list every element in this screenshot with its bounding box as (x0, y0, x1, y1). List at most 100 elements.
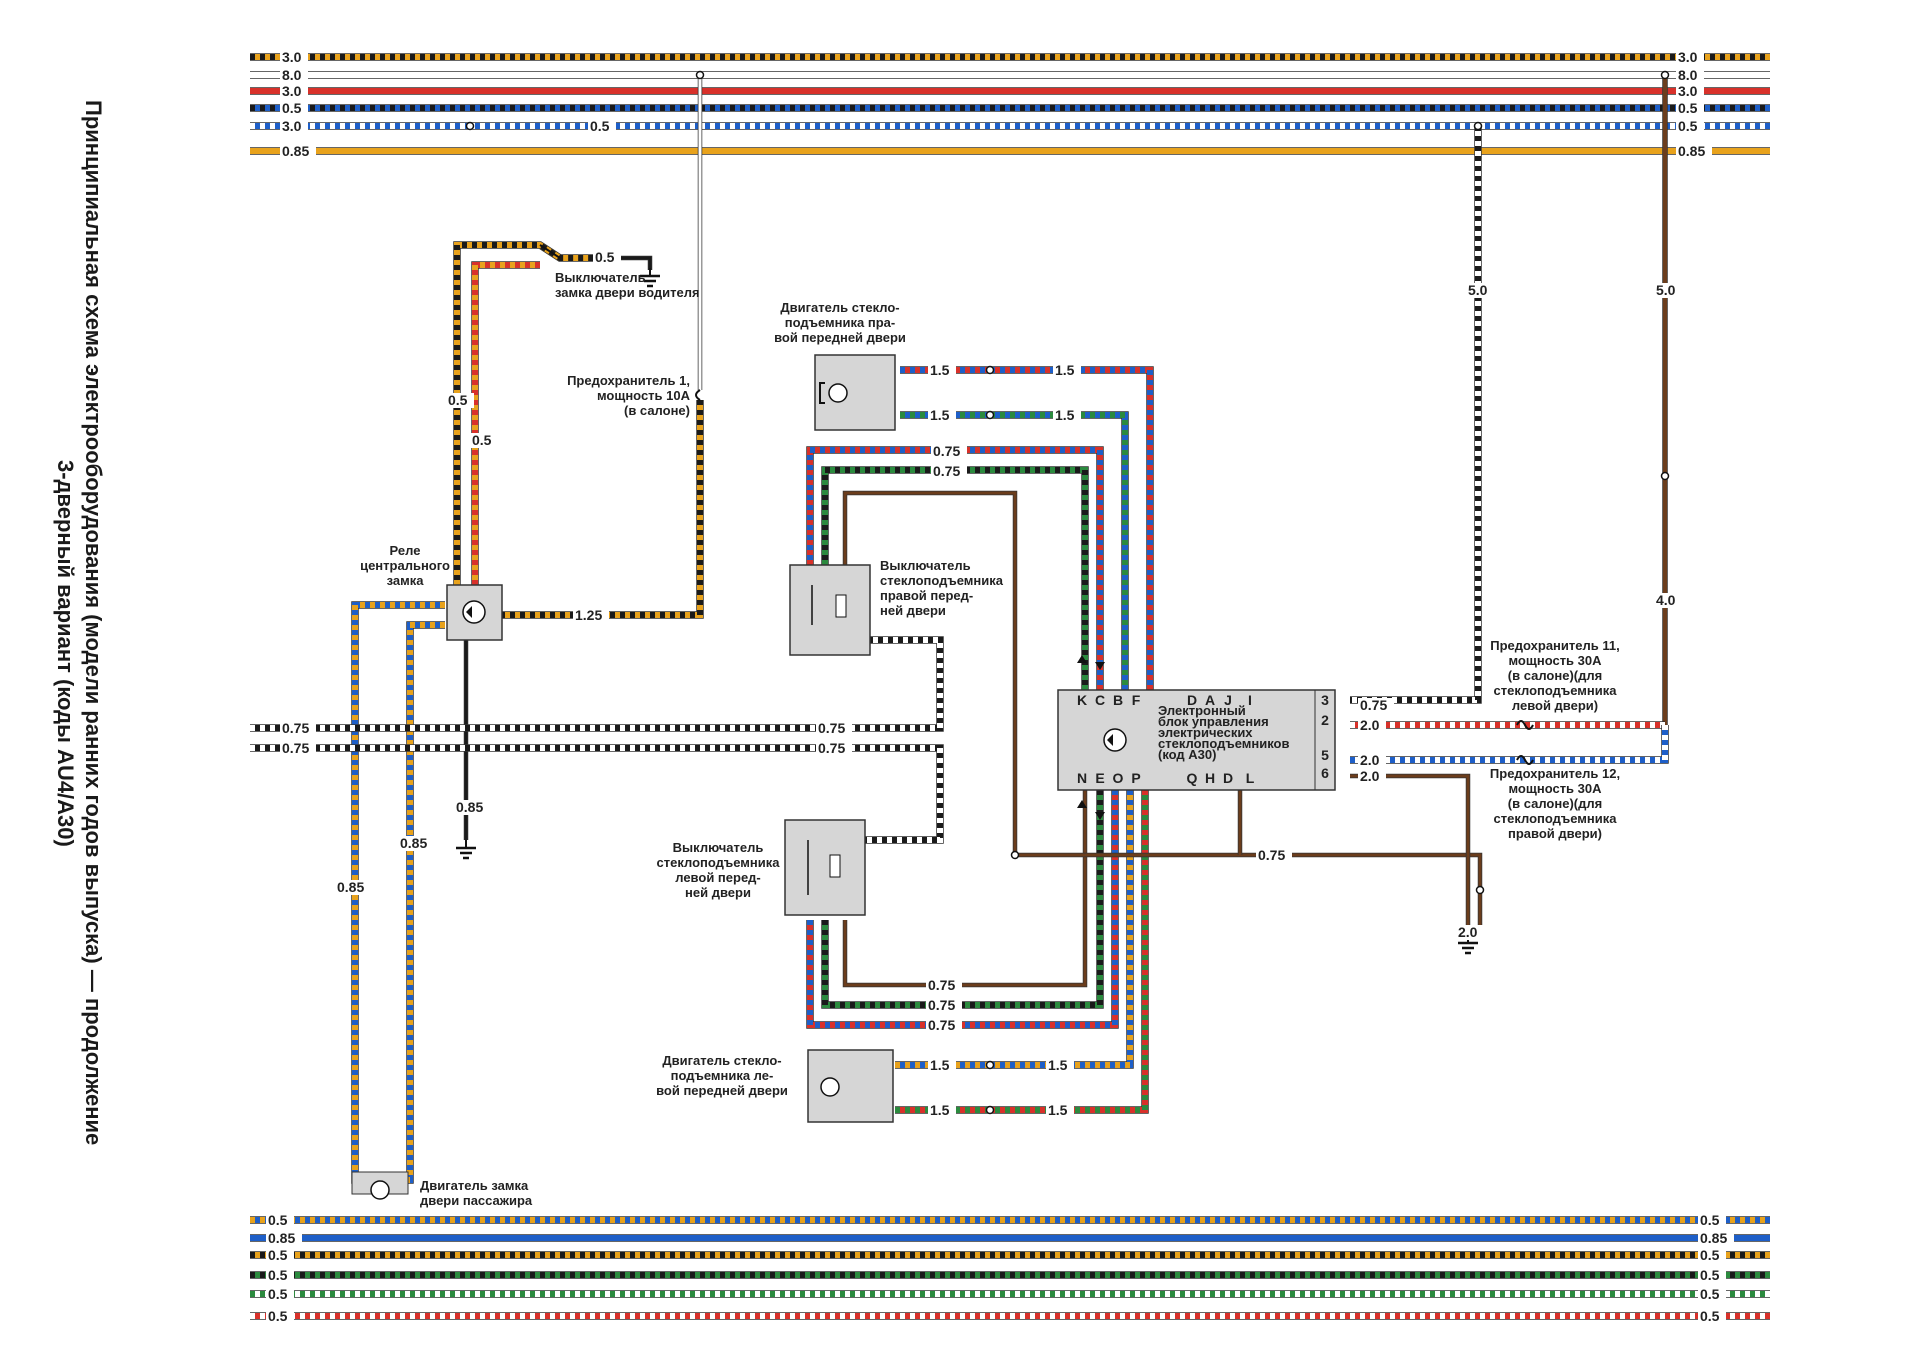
relay-ground (456, 840, 476, 860)
label-bg (266, 1309, 294, 1324)
label-bg (335, 880, 371, 895)
label-bg (1046, 1058, 1074, 1073)
relay-out-gauge: 1.25 (575, 607, 602, 623)
ecu-bottom-pin-H: H (1205, 770, 1215, 786)
ecu-bottom-pin-N: N (1077, 770, 1087, 786)
bottom-bus-right-label-5: 0.5 (1700, 1286, 1720, 1302)
caption-line: ней двери (685, 885, 751, 900)
sw-l-3-gauge: 0.75 (928, 1017, 955, 1033)
bottom-bus-left-label-3: 0.5 (268, 1247, 288, 1263)
label-bg (266, 1268, 294, 1283)
junction-node (695, 70, 705, 80)
wire-motor-r-2 (900, 411, 1129, 690)
ecu-bottom-pin-D: D (1223, 770, 1233, 786)
feed-right-c-gauge: 4.0 (1656, 592, 1676, 608)
ecu-right-pin-2: 2 (1321, 712, 1329, 728)
label-bg (1676, 144, 1712, 159)
label-bg (931, 444, 967, 459)
ecu-bottom-pin-E: E (1095, 770, 1104, 786)
wire-cross-b (250, 744, 944, 844)
label-bg (280, 119, 308, 134)
label-bg (1676, 68, 1704, 83)
relay-wire-b-gauge: 0.5 (472, 432, 492, 448)
ecu-pin3-gauge: 0.75 (1360, 697, 1387, 713)
label-bg (398, 836, 434, 851)
ecu-pin2-gauge: 2.0 (1360, 717, 1380, 733)
ecu-top-pin-D: D (1187, 692, 1197, 708)
ecu-arrow-icon (1107, 734, 1113, 746)
wire-stripe (472, 262, 540, 600)
label-bg (928, 1058, 956, 1073)
wire-outline (842, 490, 1018, 855)
junction-node (1660, 70, 1670, 80)
caption-line: стеклоподъемника (880, 573, 1004, 588)
bottom-bus-left-label-2: 0.85 (268, 1230, 295, 1246)
wire-outline (821, 790, 1104, 1009)
label-bg (1676, 84, 1704, 99)
label-bg (928, 363, 956, 378)
junction-node (465, 121, 475, 131)
top-bus-left-label-2: 8.0 (282, 67, 302, 83)
ecu-top-pin-K: K (1077, 692, 1087, 708)
caption-line: Выключатель (555, 270, 646, 285)
signal-arrow-1 (1077, 655, 1087, 663)
wire-base (843, 491, 1017, 855)
ecu-right-pin-5: 5 (1321, 747, 1329, 763)
label-bg (1698, 1309, 1726, 1324)
label-bg (931, 464, 967, 479)
wire-outline (400, 621, 445, 1184)
wire-stripe (900, 412, 1128, 690)
wire-relay-switch-b (471, 261, 540, 600)
top-bus-left-label-1: 3.0 (282, 49, 302, 65)
caption-line: Электронный (1158, 703, 1246, 718)
caption-line: Предохранитель 1, (567, 373, 690, 388)
wire-outline (1350, 725, 1669, 764)
wire-motor-l-2 (895, 790, 1149, 1114)
wire-outline (1350, 126, 1482, 704)
door-wire-a-gauge: 0.85 (337, 879, 364, 895)
wire-stripe (1350, 126, 1481, 703)
bottom-bus-left-label-1: 0.5 (268, 1212, 288, 1228)
relay-ground-gauge: 0.85 (456, 799, 483, 815)
ecu-bottom-pin-P: P (1131, 770, 1140, 786)
caption-line: центрального (360, 558, 450, 573)
top-bus-right-label-1: 3.0 (1678, 49, 1698, 65)
label-bg (1676, 119, 1704, 134)
junction-node (1473, 121, 1483, 131)
bottom-bus-left-label-4: 0.5 (268, 1267, 288, 1283)
ecu-pin6-gauge: 2.0 (1360, 768, 1380, 784)
motor-l-2a-gauge: 1.5 (930, 1102, 950, 1118)
right-window-switch (789, 564, 871, 656)
signal-arrow-2 (1095, 662, 1105, 670)
wire-relay-out (500, 400, 704, 619)
driver-switch-gauge: 0.5 (595, 249, 615, 265)
caption-line: (код A30) (1158, 747, 1216, 762)
label-bg (1456, 925, 1484, 940)
central-lock-relay (446, 584, 503, 641)
motor-icon-right (828, 383, 848, 403)
top-bus-left-label-6: 0.85 (282, 143, 309, 159)
junction-node (985, 365, 995, 375)
top-bus-mid-label: 0.5 (590, 118, 610, 134)
motor-l-2b-gauge: 1.5 (1048, 1102, 1068, 1118)
wire-stripe (895, 790, 1133, 1068)
sw-l-1-gauge: 0.75 (928, 977, 955, 993)
caption-line: правой двери) (1508, 826, 1602, 841)
bottom-bus-right-label-3: 0.5 (1700, 1247, 1720, 1263)
label-bg (926, 978, 962, 993)
wire-cross-a (250, 636, 944, 732)
caption-line: правой перед- (880, 588, 973, 603)
ecu-top-pin-J: J (1224, 692, 1232, 708)
caption-line: Выключатель (673, 840, 764, 855)
sw-r-2-gauge: 0.75 (933, 463, 960, 479)
label-bg (266, 1248, 294, 1263)
fuse1-caption: Предохранитель 1,мощность 10А(в салоне) (567, 373, 691, 418)
caption-line: стеклоподъемника (657, 855, 781, 870)
wire-sw-l-1 (842, 790, 1088, 988)
caption-line: ней двери (880, 603, 946, 618)
caption-line: вой передней двери (656, 1083, 788, 1098)
relay-wire-a-gauge: 0.5 (448, 392, 468, 408)
